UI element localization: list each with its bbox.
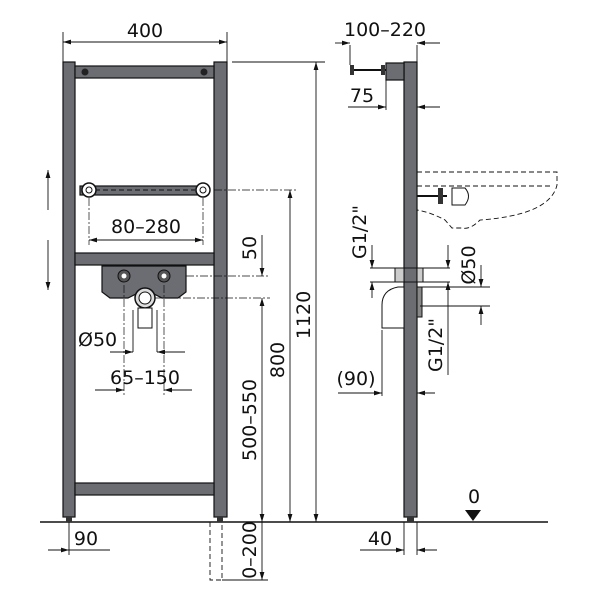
left-post <box>62 61 76 518</box>
front-dimensions: 400 1120 800 50 500–550 0–200 80–280 Ø50… <box>48 20 325 581</box>
dim-total-height: 1120 <box>293 291 315 339</box>
dim-side-drain-diameter: Ø50 <box>458 245 480 284</box>
side-view-frame <box>350 61 558 522</box>
dim-fitting-spacing: 65–150 <box>110 367 180 389</box>
side-dimensions: 100–220 75 G1/2" G1/2" Ø50 (90) 40 0 <box>335 19 490 555</box>
dim-foot-offset: 90 <box>74 528 98 550</box>
fitting-rail <box>74 252 215 266</box>
dim-floor-range: 0–200 <box>239 521 261 579</box>
dim-rail-spacing: 80–280 <box>111 216 181 238</box>
dim-foot-depth: 40 <box>368 528 392 550</box>
front-view-frame <box>48 61 228 581</box>
dim-thread-bottom: G1/2" <box>425 318 447 372</box>
dim-depth-range: 100–220 <box>344 19 426 41</box>
top-rail <box>74 65 215 79</box>
floor-level-label: 0 <box>468 486 480 508</box>
adjustable-rail <box>79 185 209 196</box>
floor-level-marker <box>465 510 481 521</box>
dim-drain-height: 500–550 <box>239 379 261 461</box>
dim-thread-top: G1/2" <box>349 205 371 259</box>
dim-rail-height: 800 <box>267 342 289 378</box>
dim-elbow-offset: (90) <box>336 368 375 390</box>
dim-fitting-offset: 50 <box>239 236 261 260</box>
dim-drain-diameter: Ø50 <box>78 329 117 351</box>
dim-depth-min: 75 <box>350 85 374 107</box>
dim-width: 400 <box>127 20 163 42</box>
right-post <box>213 61 228 518</box>
bottom-rail <box>74 482 215 496</box>
